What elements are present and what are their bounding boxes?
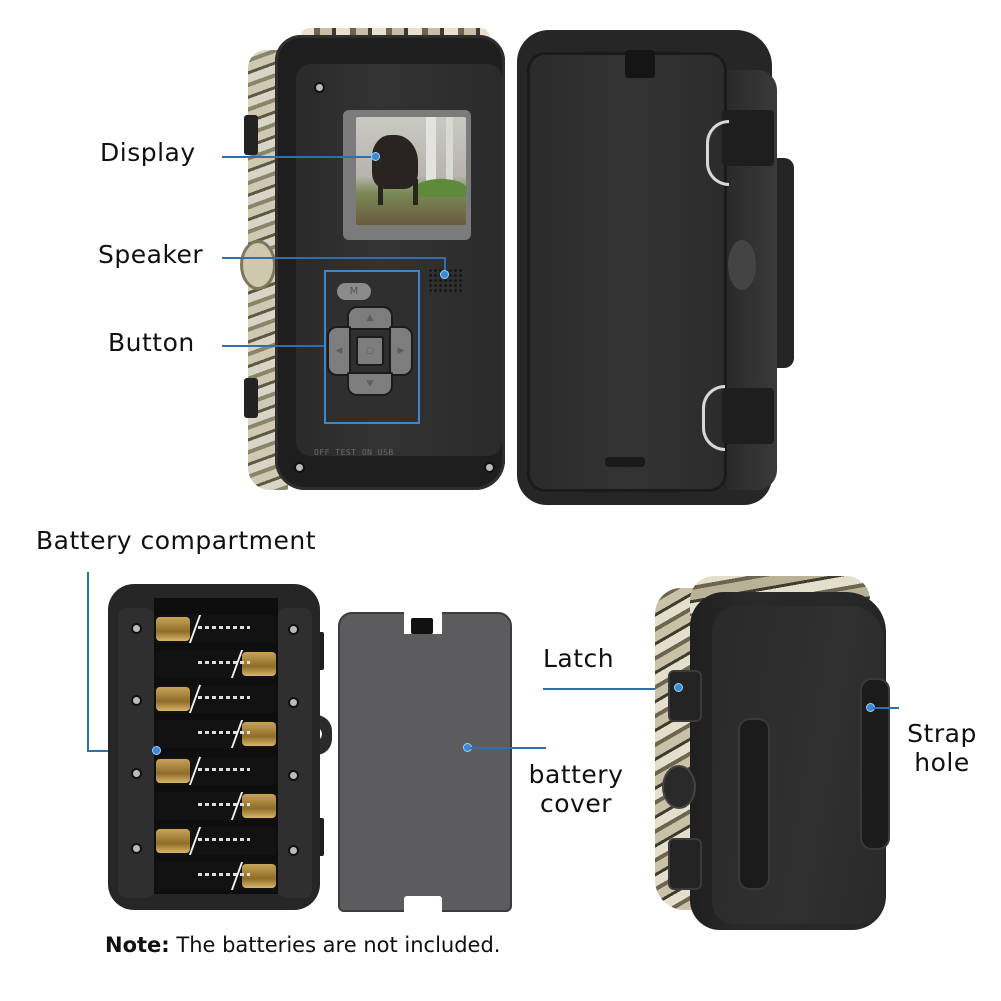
- button-label: Button: [108, 328, 195, 357]
- dpad-left-button[interactable]: ◀: [327, 326, 351, 376]
- dpad-ok-button[interactable]: ○: [356, 336, 384, 366]
- screw: [131, 695, 142, 706]
- strap-hole-right: [860, 678, 890, 850]
- battery-cell: [156, 685, 276, 713]
- note-prefix: Note:: [105, 933, 170, 957]
- button-callout-box: [324, 270, 420, 424]
- strap-hole-label-line1: Strap: [907, 719, 977, 748]
- rear-latch-notch: [625, 50, 655, 78]
- screw: [288, 770, 299, 781]
- latch-top[interactable]: [668, 670, 702, 722]
- d-ring-bottom-icon: [702, 385, 725, 451]
- dpad-down-button[interactable]: ▼: [347, 372, 393, 396]
- screw: [294, 462, 305, 473]
- display-callout-dot: [371, 152, 380, 161]
- latch-block-bottom: [722, 388, 774, 444]
- screw: [288, 845, 299, 856]
- display-screen: [356, 117, 466, 225]
- hinge-tab: [244, 115, 258, 155]
- dpad-up-button[interactable]: ▲: [347, 306, 393, 330]
- latch-label: Latch: [543, 644, 615, 673]
- speaker-callout-line-v: [444, 257, 446, 273]
- battery-cell: [156, 862, 276, 890]
- tripod-loop: [240, 240, 276, 290]
- cover-clip: [411, 618, 433, 634]
- battery-cell: [156, 757, 276, 785]
- d-ring-top-icon: [706, 120, 729, 186]
- speaker-callout-dot: [440, 270, 449, 279]
- battery-cover-label-line2: cover: [540, 788, 612, 818]
- battery-cell: [156, 792, 276, 820]
- battery-cell: [156, 615, 276, 643]
- display-label: Display: [100, 138, 196, 167]
- battery-compartment-callout-dot: [152, 746, 161, 755]
- latch-block-top: [722, 110, 774, 166]
- display-callout-line: [222, 156, 376, 158]
- strap-hole-label-line2: hole: [914, 747, 970, 777]
- dpad-right-button[interactable]: ▶: [389, 326, 413, 376]
- battery-rail-left: [118, 608, 154, 898]
- battery-cover-label-line1: battery: [528, 760, 624, 789]
- screw: [288, 624, 299, 635]
- strap-hole-left: [738, 718, 770, 890]
- battery-cell: [156, 650, 276, 678]
- speaker-callout-line: [222, 257, 444, 259]
- lock-hole: [728, 240, 756, 290]
- rear-strap-guide: [772, 158, 794, 368]
- cover-notch-bottom: [404, 896, 442, 914]
- screw: [484, 462, 495, 473]
- screw: [131, 623, 142, 634]
- rear-bottom-slot: [605, 457, 645, 467]
- note-text: Note: The batteries are not included.: [105, 933, 500, 957]
- battery-cell: [156, 720, 276, 748]
- hinge-tab: [244, 378, 258, 418]
- menu-button[interactable]: M: [337, 283, 371, 300]
- strap-hole-callout-line: [873, 707, 899, 709]
- note-body: The batteries are not included.: [169, 933, 501, 957]
- battery-cover-label: battery cover: [528, 760, 624, 819]
- strap-hole-label: Strap hole: [902, 719, 982, 778]
- screw: [314, 82, 325, 93]
- battery-compartment-label: Battery compartment: [36, 526, 317, 555]
- latch-callout-line: [543, 688, 675, 690]
- battery-cell: [156, 827, 276, 855]
- battery-cover-plate: [338, 612, 512, 912]
- battery-cover-callout-line: [470, 747, 546, 749]
- rear-shell-interior: [527, 52, 727, 492]
- lock-knob: [662, 765, 696, 809]
- latch-bottom[interactable]: [668, 838, 702, 890]
- screw: [131, 843, 142, 854]
- speaker-label: Speaker: [98, 240, 204, 269]
- button-callout-line: [222, 345, 324, 347]
- screw: [131, 768, 142, 779]
- battery-compartment-callout-line-v: [87, 572, 89, 752]
- dpad: ▲ ◀ ○ ▶ ▼: [327, 306, 413, 398]
- latch-callout-dot: [674, 683, 683, 692]
- mode-switch-text: OFF TEST ON USB: [314, 448, 394, 457]
- screw: [288, 697, 299, 708]
